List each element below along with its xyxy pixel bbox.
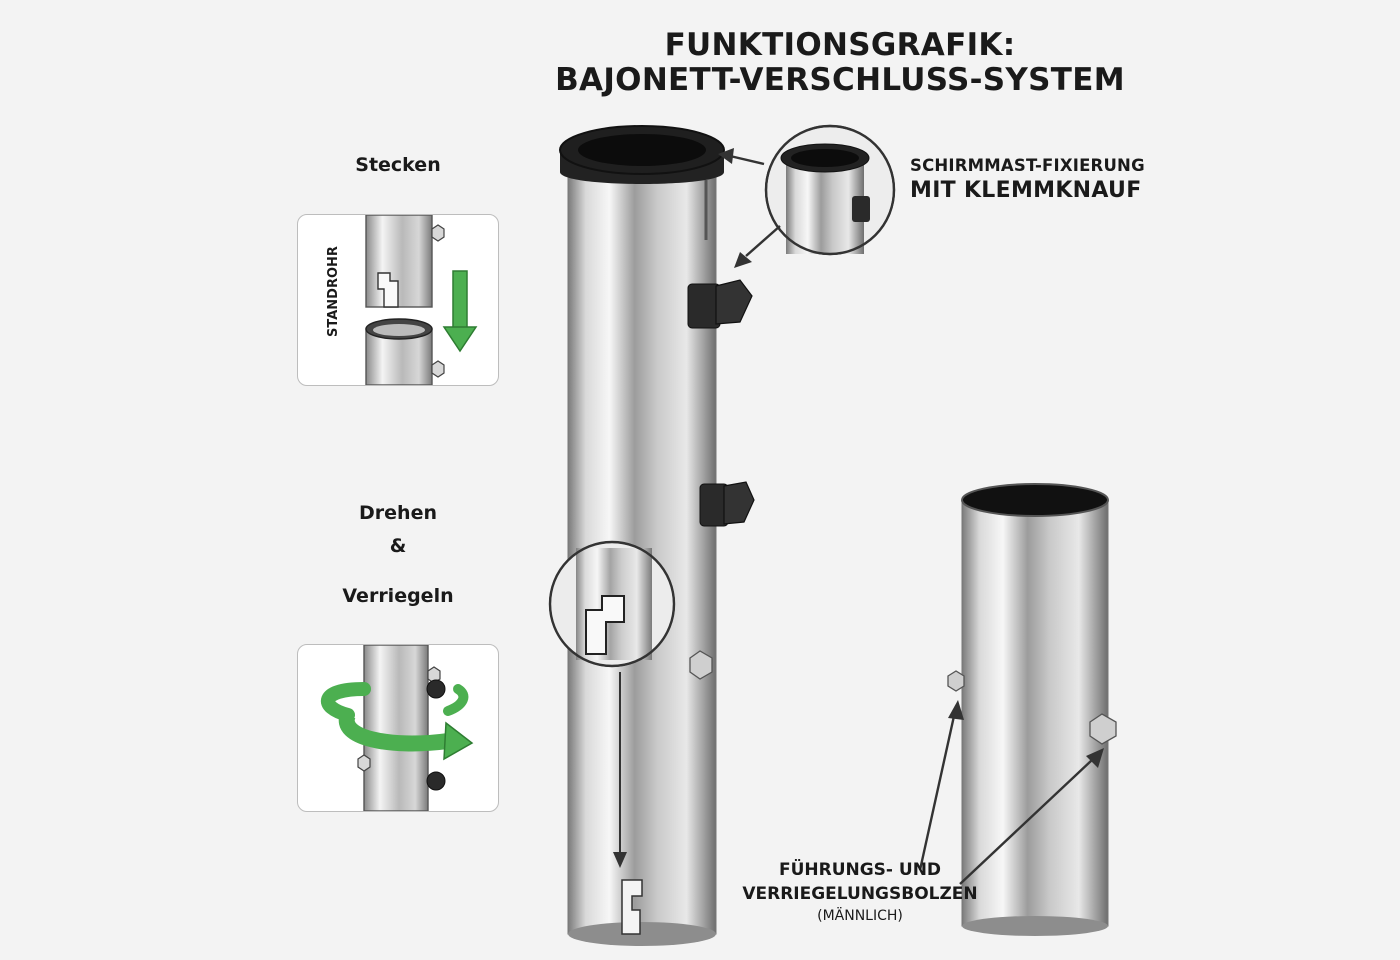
slot-pointer-arrowhead	[613, 852, 627, 868]
title-line-2: BAJONETT-VERSCHLUSS-SYSTEM	[555, 61, 1125, 98]
lower-pipe-inner	[373, 324, 425, 336]
clamp-knob-icon	[852, 196, 870, 222]
hex-bolt-icon	[1089, 713, 1117, 745]
bolt-callout-line-1: FÜHRUNGS- UND	[778, 860, 942, 880]
diagram-title: FUNKTIONSGRAFIK: BAJONETT-VERSCHLUSS-SYS…	[520, 28, 1160, 97]
bayonet-slot	[377, 272, 399, 308]
hex-bolt-icon	[427, 666, 441, 684]
top-cap-opening	[578, 134, 706, 166]
upper-pipe	[365, 215, 433, 308]
hex-bolt-icon	[357, 754, 371, 772]
pipe	[363, 645, 429, 811]
step-1-box: STANDROHR	[297, 214, 499, 386]
left-bolt-pointer-arrowhead	[948, 700, 964, 720]
slot-zoom-shape	[585, 595, 625, 655]
knob-pointer-line	[745, 225, 781, 257]
main-tube-body	[567, 149, 717, 935]
title-line-1: FUNKTIONSGRAFIK:	[664, 27, 1016, 63]
step-1-illustration	[365, 215, 478, 385]
fixation-detail-illustration	[718, 124, 896, 268]
hex-bolt-icon	[431, 224, 445, 242]
short-tube-bottom	[962, 916, 1108, 936]
step-2-box	[297, 644, 499, 812]
green-down-arrow-icon	[442, 270, 478, 353]
clamp-knob-icon	[687, 279, 753, 329]
hex-bolt-icon	[689, 650, 713, 680]
clamp-knob-icon	[699, 481, 755, 527]
bolt-callout-line-2: VERRIEGELUNGSBOLZEN	[742, 884, 978, 904]
step-1-label: Stecken	[355, 154, 441, 176]
short-tube-opening	[961, 483, 1109, 517]
hex-bolt-icon	[431, 360, 445, 378]
knob-pointer-arrowhead	[734, 252, 752, 268]
cap-pointer-line	[729, 154, 765, 166]
fixation-callout-line-1: SCHIRMMAST-FIXIERUNG	[910, 156, 1145, 175]
bolt-pointers	[918, 700, 1104, 885]
standrohr-label: STANDROHR	[326, 246, 341, 337]
short-tube-body	[961, 499, 1109, 927]
fixation-callout-line-2: MIT KLEMMKNAUF	[910, 178, 1142, 203]
left-bolt-pointer-line	[918, 715, 956, 871]
step-2-label-line-3: Verriegeln	[342, 585, 454, 607]
bolt-callout-line-3: (MÄNNLICH)	[817, 908, 903, 924]
step-2-illustration	[321, 645, 474, 811]
clamp-knob-icon	[426, 771, 446, 791]
main-tube-bottom	[568, 922, 716, 946]
cap-pointer-arrowhead	[718, 148, 734, 164]
right-bolt-pointer-line	[959, 759, 1093, 885]
right-bolt-pointer-arrowhead	[1086, 748, 1104, 768]
green-rotate-arrow-icon	[321, 682, 474, 761]
clamp-knob-icon	[426, 679, 446, 699]
fixation-zoom-pipe	[786, 158, 864, 254]
main-tube-illustration	[548, 125, 755, 946]
step-2-label-line-1: Drehen	[359, 502, 437, 524]
step-2-label-line-2: &	[389, 535, 407, 557]
hex-bolt-icon	[947, 670, 965, 692]
short-tube-illustration	[947, 483, 1117, 936]
main-tube-bottom-slot	[621, 879, 643, 935]
